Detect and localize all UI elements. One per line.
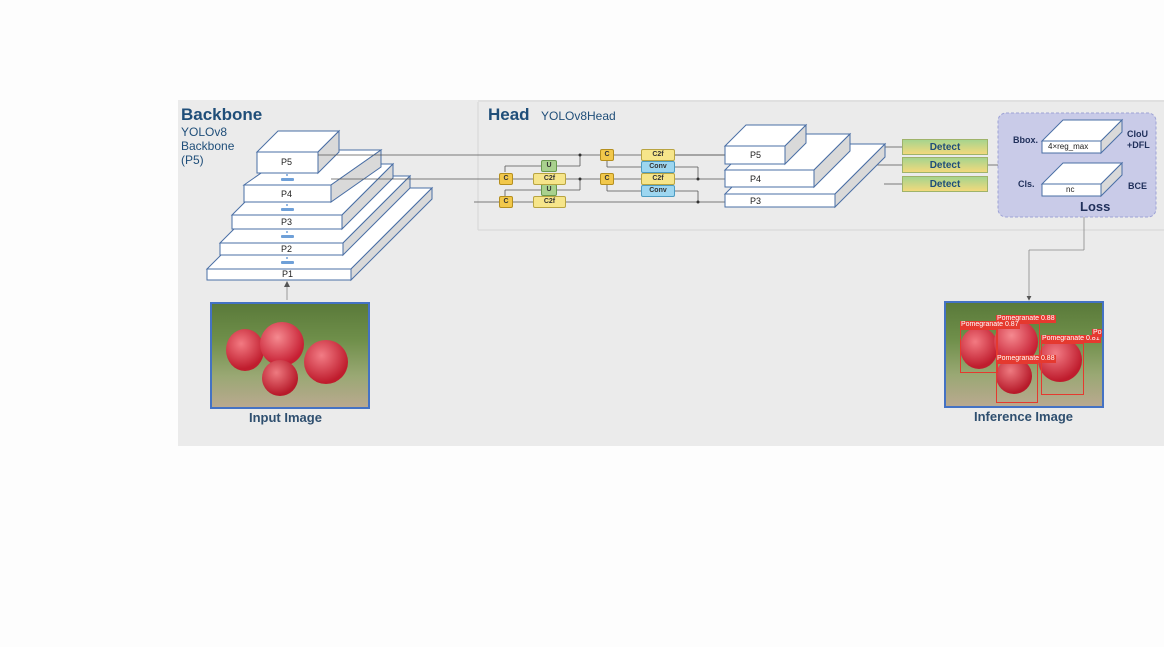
input-image-caption: Input Image [249, 410, 322, 425]
pomegranate-fruit [260, 322, 304, 366]
c-node: C [600, 173, 614, 185]
pomegranate-fruit [960, 327, 998, 369]
conv-node: Conv [641, 161, 675, 173]
detection-box [960, 329, 998, 373]
inference-image-caption: Inference Image [974, 409, 1073, 424]
u-node: U [541, 160, 557, 172]
detection-box [1041, 343, 1084, 395]
c2f-node: C2f [533, 173, 566, 185]
detect-block: Detect [902, 176, 988, 192]
pomegranate-fruit [262, 360, 298, 396]
c-node: C [499, 173, 513, 185]
c2f-node: C2f [533, 196, 566, 208]
bbox-box-label: 4×reg_max [1048, 142, 1089, 151]
bce-label: BCE [1128, 181, 1148, 191]
backbone-title: Backbone [181, 105, 263, 124]
detection-label: Pomegranate 0.88 [996, 355, 1056, 363]
u-node: U [541, 184, 557, 196]
detection-label: Pomegranate 0.87 [960, 321, 1020, 329]
cls-box-label: nc [1066, 185, 1075, 194]
conv-node: Conv [641, 185, 675, 197]
backbone-layer-p2: P2 [281, 244, 293, 254]
detection-label: Pomegranate 0.81 [1041, 335, 1101, 343]
backbone-stack [205, 129, 434, 282]
detect-block: Detect [902, 139, 988, 155]
head-stack [723, 123, 887, 209]
ciou-dfl-label-2: +DFL [1127, 140, 1150, 150]
c2f-node: C2f [641, 173, 675, 185]
c2f-node: C2f [641, 149, 675, 161]
pomegranate-fruit [996, 358, 1032, 394]
head-title: Head [488, 105, 530, 124]
head-subtitle: YOLOv8Head [541, 109, 616, 123]
pomegranate-fruit [304, 340, 348, 384]
backbone-layer-p5: P5 [281, 157, 293, 167]
backbone-subtitle-1: YOLOv8 [181, 125, 228, 139]
ciou-dfl-label-1: CIoU [1127, 129, 1148, 139]
pomegranate-fruit [226, 329, 264, 371]
loss-title: Loss [1080, 199, 1111, 214]
head-layer-p3: P3 [750, 196, 762, 206]
c-node: C [600, 149, 614, 161]
head-layer-p4: P4 [750, 174, 762, 184]
backbone-layer-p4: P4 [281, 189, 293, 199]
bbox-label: Bbox. [1013, 135, 1039, 145]
backbone-subtitle-3: (P5) [181, 153, 204, 167]
backbone-layer-p3: P3 [281, 217, 293, 227]
backbone-subtitle-2: Backbone [181, 139, 235, 153]
cls-label: Cls. [1018, 179, 1035, 189]
detection-label: Pomegranate 0.88 [996, 315, 1056, 323]
detect-block: Detect [902, 157, 988, 173]
c-node: C [499, 196, 513, 208]
inference-image: Pomegranate 0.88 Pomegranate 0.87 Pomegr… [944, 301, 1104, 408]
detection-box [996, 363, 1038, 403]
detection-label: Po [1092, 329, 1102, 337]
head-layer-p5: P5 [750, 150, 762, 160]
backbone-layer-p1: P1 [282, 269, 294, 279]
input-image [210, 302, 370, 409]
